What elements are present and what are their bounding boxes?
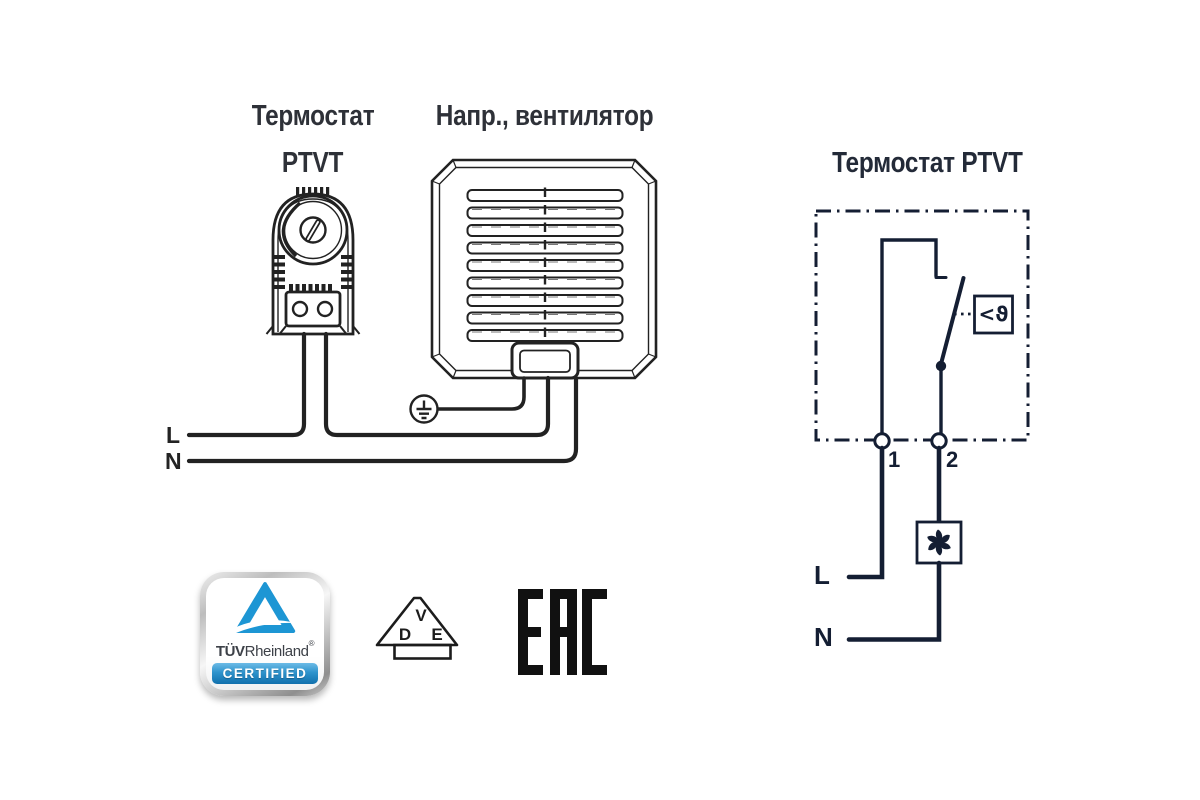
fan-impeller-icon xyxy=(927,529,951,556)
vde-letter-e: E xyxy=(431,625,443,644)
schematic-drawing xyxy=(814,209,1030,642)
terminal-1-label: 1 xyxy=(888,447,901,472)
schematic-internal-wire xyxy=(880,238,938,442)
vde-pedestal xyxy=(393,643,452,660)
tuv-brand-text: TÜVRheinland® xyxy=(215,639,315,660)
fan-label: Напр., вентилятор xyxy=(436,100,654,132)
thermostat-side-fins xyxy=(273,255,353,289)
tuv-triangle-icon xyxy=(233,582,297,634)
thermal-contact-switch-icon xyxy=(939,276,966,364)
tuv-rheinland-badge: TÜVRheinland® CERTIFIED xyxy=(200,572,330,696)
thermal-trigger-box xyxy=(973,294,1014,335)
vde-letter-d: D xyxy=(398,625,412,644)
schematic-neutral-lead xyxy=(846,560,942,642)
schematic-boundary-box xyxy=(814,209,1030,442)
thermal-trigger-symbol: <ϑ xyxy=(978,302,1009,326)
wire-thermostat-to-fan xyxy=(323,331,551,438)
earth-ground-icon xyxy=(409,394,439,424)
registered-mark: ® xyxy=(308,639,315,648)
phase-label-left: L xyxy=(166,422,181,448)
vde-logo xyxy=(375,596,459,660)
wire-neutral xyxy=(186,375,579,464)
schematic-phase-lead xyxy=(846,445,885,580)
vde-letter-v: V xyxy=(415,606,427,625)
tuv-certified-banner: CERTIFIED xyxy=(212,663,318,684)
vde-triangle xyxy=(375,596,459,647)
wire-ground xyxy=(436,376,526,411)
thermostat-top-teeth xyxy=(296,187,330,196)
eac-logo xyxy=(518,589,607,675)
phase-label-schematic: L xyxy=(814,560,830,590)
neutral-label-schematic: N xyxy=(814,622,833,652)
wiring-lines xyxy=(186,331,579,464)
thermostat-label-line1: Термостат xyxy=(251,100,375,132)
neutral-label-left: N xyxy=(165,448,182,474)
fan-louver-grille-icon xyxy=(430,158,658,380)
schematic-title: Термостат PTVT xyxy=(831,147,1023,179)
wire-phase-left xyxy=(186,331,307,438)
thermostat-device-icon xyxy=(265,187,361,336)
terminal-2-label: 2 xyxy=(946,447,959,472)
terminal-block-teeth xyxy=(289,284,332,293)
thermostat-label-line2: PTVT xyxy=(281,147,343,179)
